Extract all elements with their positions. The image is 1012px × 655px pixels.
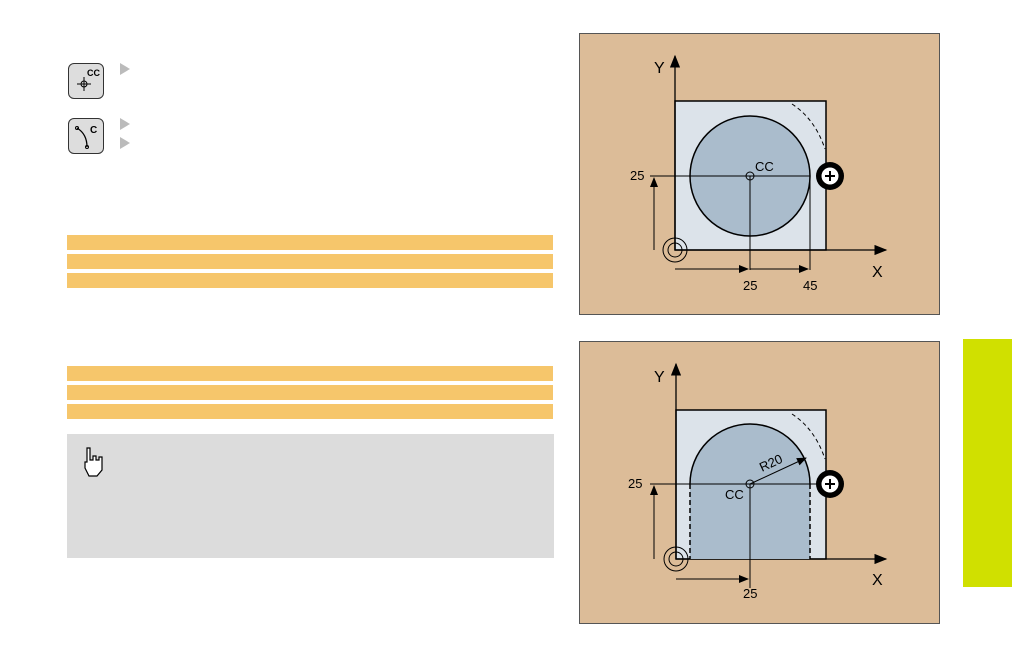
svg-text:C: C — [90, 125, 97, 136]
svg-text:CC: CC — [725, 487, 744, 502]
circular-path-key-icon: C — [75, 125, 97, 149]
figure-circle-partial: Y X CC R20 25 25 — [579, 341, 940, 624]
svg-text:Y: Y — [654, 369, 665, 386]
table-row — [67, 235, 553, 250]
table-row — [67, 385, 553, 400]
svg-text:X: X — [872, 572, 883, 589]
svg-text:25: 25 — [743, 586, 757, 601]
bullet-arrow-icon — [120, 137, 130, 149]
svg-text:Y: Y — [654, 60, 665, 77]
figure-circle-full: Y X CC 25 25 45 — [579, 33, 940, 315]
bullet-arrow-icon — [120, 63, 130, 75]
circle-center-key-icon: CC — [77, 68, 100, 91]
chapter-tab — [963, 339, 1012, 587]
bullet-arrow-icon — [120, 118, 130, 130]
svg-text:25: 25 — [628, 476, 642, 491]
svg-text:45: 45 — [803, 278, 817, 293]
svg-text:25: 25 — [743, 278, 757, 293]
svg-text:X: X — [872, 264, 883, 281]
table-row — [67, 366, 553, 381]
c-key-button: C — [68, 118, 104, 154]
svg-text:CC: CC — [755, 159, 774, 174]
table-row — [67, 254, 553, 269]
svg-text:CC: CC — [87, 68, 100, 78]
table-row — [67, 273, 553, 288]
table-row — [67, 404, 553, 419]
svg-text:25: 25 — [630, 168, 644, 183]
milling-cutter-icon — [816, 470, 844, 498]
milling-cutter-icon — [816, 162, 844, 190]
note-box — [67, 434, 554, 558]
cc-key-button: CC — [68, 63, 104, 99]
pointing-hand-icon — [84, 447, 103, 477]
